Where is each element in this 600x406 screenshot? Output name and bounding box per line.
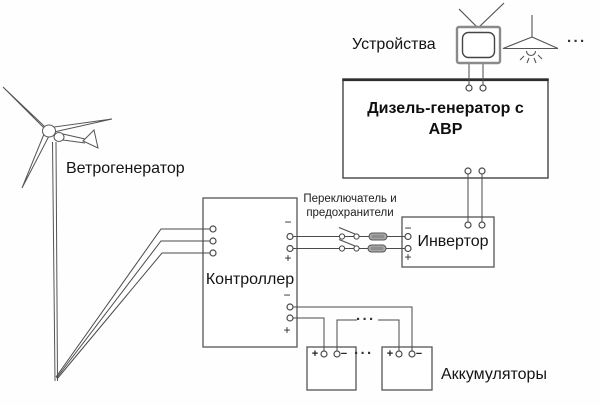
- turbine-tail-boom: [62, 133, 86, 140]
- devices-label: Устройства: [352, 36, 436, 53]
- turbine-nacelle: [53, 132, 65, 142]
- inverter-label: Инвертор: [417, 233, 489, 250]
- devices-more-ellipsis: ···: [567, 33, 587, 50]
- diesel-generator-title-line2: АВР: [428, 121, 463, 138]
- battery-row-ellipsis: ···: [354, 345, 374, 362]
- controller-inverter-minus-mark: −: [284, 215, 292, 229]
- controller-battery-plus-mark: +: [283, 323, 291, 337]
- switch-icon: [338, 227, 360, 252]
- turbine-tower: [52, 141, 56, 382]
- battery-wire-ellipsis: ···: [356, 311, 376, 328]
- battery-box-2: [381, 346, 433, 391]
- tv-icon: [455, 2, 505, 65]
- battery2-minus-mark: −: [415, 348, 423, 360]
- controller-battery-minus-mark: −: [283, 288, 291, 302]
- turbine-blade: [21, 133, 50, 189]
- turbine-blade: [53, 118, 113, 133]
- inverter-plus-mark: +: [404, 250, 412, 264]
- controller-inverter-plus-mark: +: [284, 251, 292, 265]
- battery1-minus-mark: −: [340, 348, 348, 360]
- turbine-tower: [55, 141, 58, 382]
- turbine-hub: [42, 124, 56, 138]
- turbine-tail-boom: [62, 139, 86, 144]
- controller-to-inverter-wires: [293, 236, 405, 249]
- controller-box: [202, 197, 298, 348]
- battery2-plus-mark: +: [386, 348, 394, 360]
- turbine-tail-fin: [82, 129, 99, 149]
- battery-wires: [293, 306, 413, 351]
- wind-generator-label: Ветрогенератор: [66, 160, 185, 177]
- switch-and-fuses-caption: Переключатель и предохранители: [298, 193, 402, 220]
- controller-label: Контроллер: [205, 271, 295, 288]
- turbine-to-controller-wires: [55, 228, 210, 380]
- battery-box-1: [306, 346, 357, 391]
- switch-and-fuses-caption-line2: предохранители: [306, 206, 394, 219]
- wind-turbine-icon: [2, 86, 113, 382]
- batteries-label: Аккумуляторы: [441, 366, 547, 383]
- terminal-icon: [209, 84, 487, 358]
- turbine-blade: [2, 86, 49, 133]
- fuse-icon: [367, 232, 388, 253]
- diesel-generator-title-line1: Дизель-генератор с: [367, 100, 524, 117]
- ac-wires: [467, 63, 484, 225]
- ceiling-lamp-icon: [502, 15, 559, 64]
- switch-and-fuses-caption-line1: Переключатель и: [303, 193, 397, 205]
- diesel-generator-title: Дизель-генератор с АВР: [345, 98, 546, 140]
- battery1-plus-mark: +: [311, 348, 319, 360]
- inverter-minus-mark: −: [404, 221, 412, 235]
